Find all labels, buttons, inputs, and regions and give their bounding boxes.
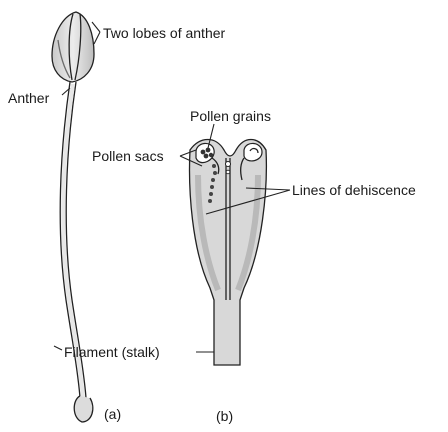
label-pollen-grains: Pollen grains	[190, 108, 271, 124]
label-filament: Filament (stalk)	[64, 344, 160, 360]
filament-shape	[60, 82, 93, 422]
anther-section-b	[190, 140, 267, 366]
stamen-a	[52, 12, 94, 422]
anther-shape	[52, 12, 94, 82]
caption-b: (b)	[216, 408, 233, 424]
label-lines-of-dehiscence: Lines of dehiscence	[292, 182, 416, 198]
label-anther: Anther	[8, 90, 50, 106]
label-two-lobes: Two lobes of anther	[103, 25, 226, 41]
caption-a: (a)	[104, 406, 121, 422]
label-pollen-sacs: Pollen sacs	[92, 148, 164, 164]
